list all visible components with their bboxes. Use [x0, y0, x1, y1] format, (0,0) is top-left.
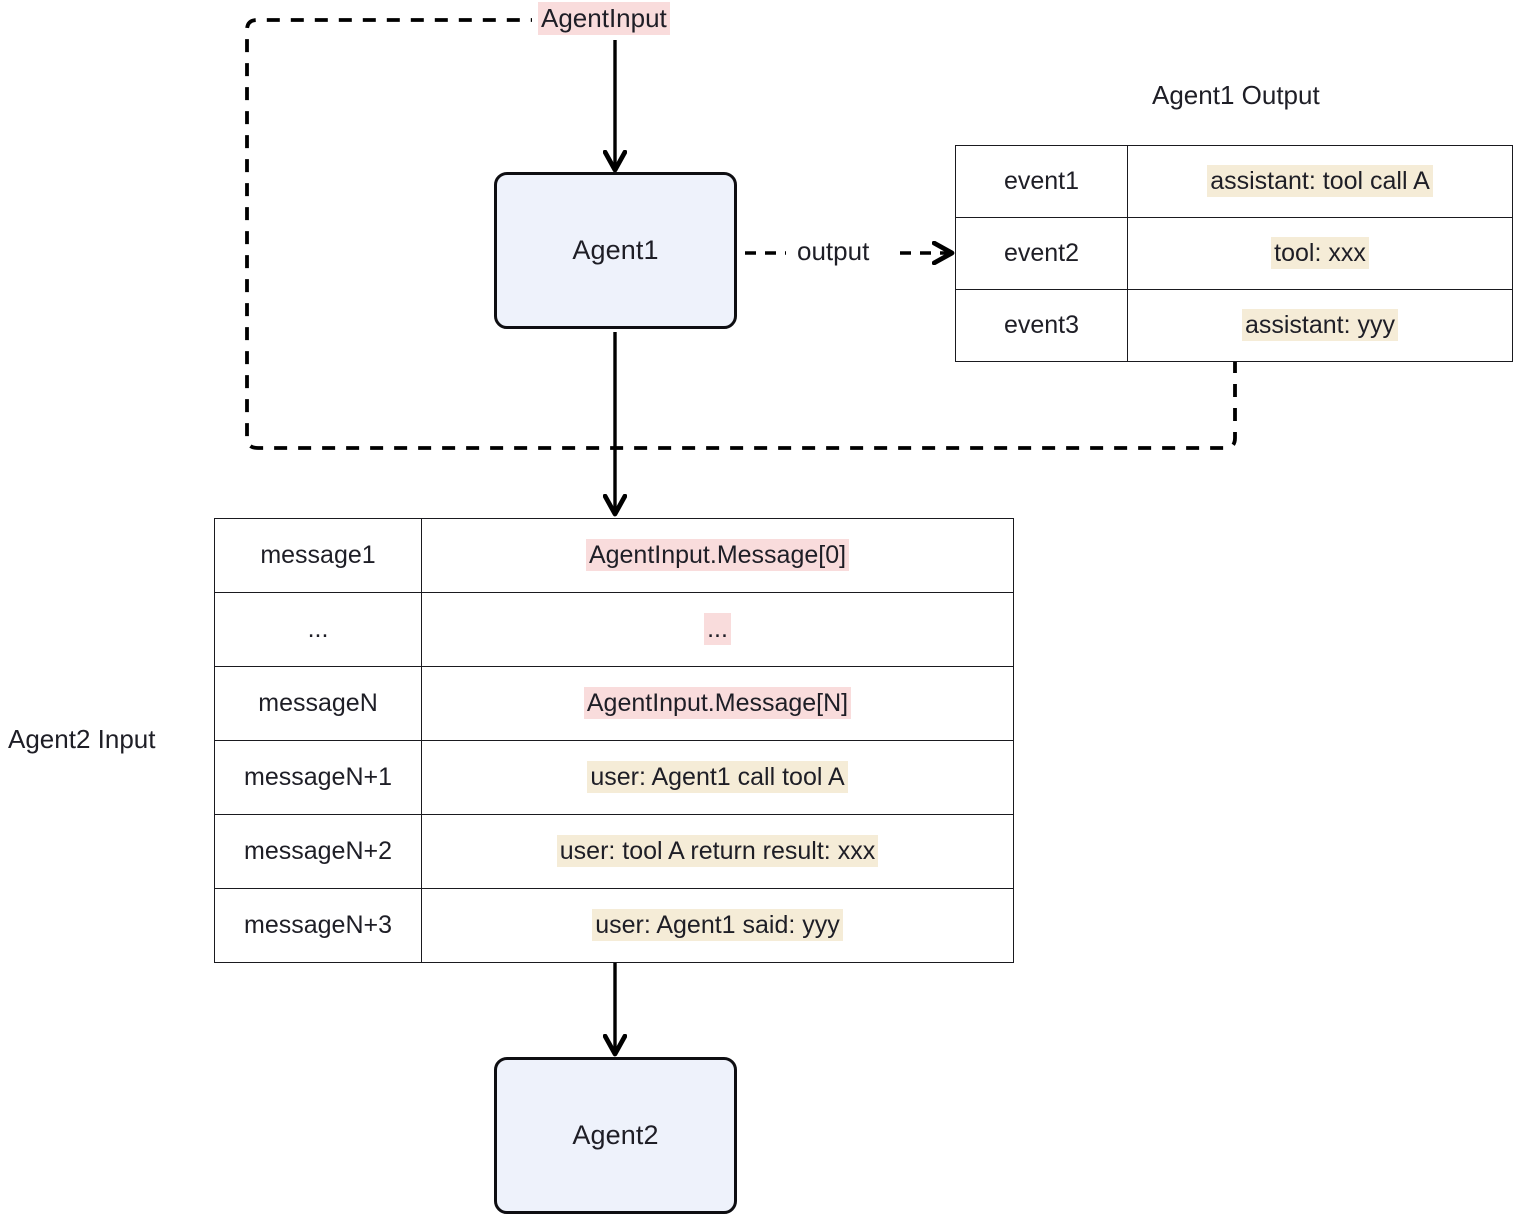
table-cell-value: ...	[421, 592, 1014, 667]
table-cell-key: messageN+1	[214, 740, 422, 815]
table-row: event3 assistant: yyy	[955, 289, 1513, 362]
table-cell-value: assistant: tool call A	[1127, 145, 1513, 218]
table-cell-value-text: user: Agent1 said: yyy	[592, 909, 843, 941]
agent-input-label: AgentInput	[538, 2, 670, 35]
agent2-node-label: Agent2	[572, 1120, 659, 1150]
table-cell-value-text: assistant: tool call A	[1207, 165, 1433, 197]
table-cell-value: assistant: yyy	[1127, 289, 1513, 362]
table-cell-key: messageN+3	[214, 888, 422, 963]
agent2-node[interactable]: Agent2	[494, 1057, 737, 1214]
agent1-output-table-body: event1 assistant: tool call A event2 tool: …	[955, 145, 1513, 362]
table-cell-value-text: AgentInput.Message[0]	[585, 539, 850, 571]
table-row: messageN+3 user: Agent1 said: yyy	[214, 888, 1014, 963]
table-row: event2 tool: xxx	[955, 217, 1513, 290]
table-row: messageN AgentInput.Message[N]	[214, 666, 1014, 741]
table-cell-value-text: assistant: yyy	[1241, 309, 1399, 341]
agent1-output-table: event1 assistant: tool call A event2 tool: …	[955, 145, 1513, 362]
agent1-node-label: Agent1	[572, 235, 659, 265]
table-cell-key: event1	[955, 145, 1128, 218]
table-row: ......	[214, 592, 1014, 667]
table-cell-value: AgentInput.Message[N]	[421, 666, 1014, 741]
table-cell-value-text: AgentInput.Message[N]	[583, 687, 852, 719]
table-cell-value-text: tool: xxx	[1271, 237, 1369, 269]
output-edge-label: output	[791, 236, 876, 267]
table-cell-value-text: user: tool A return result: xxx	[556, 835, 879, 867]
table-cell-value: user: tool A return result: xxx	[421, 814, 1014, 889]
table-cell-key: messageN+2	[214, 814, 422, 889]
table-cell-value: user: Agent1 call tool A	[421, 740, 1014, 815]
agent1-output-title: Agent1 Output	[1152, 80, 1320, 110]
table-cell-value: AgentInput.Message[0]	[421, 518, 1014, 593]
table-cell-key: message1	[214, 518, 422, 593]
table-cell-key: event2	[955, 217, 1128, 290]
table-cell-key: messageN	[214, 666, 422, 741]
table-cell-key: event3	[955, 289, 1128, 362]
agent2-input-title: Agent2 Input	[8, 724, 156, 754]
table-row: event1 assistant: tool call A	[955, 145, 1513, 218]
table-row: messageN+2 user: tool A return result: xx…	[214, 814, 1014, 889]
table-cell-value-text: user: Agent1 call tool A	[587, 761, 848, 793]
table-cell-value: user: Agent1 said: yyy	[421, 888, 1014, 963]
table-row: messageN+1 user: Agent1 call tool A	[214, 740, 1014, 815]
table-cell-key: ...	[214, 592, 422, 667]
table-cell-value-text: ...	[704, 613, 731, 645]
table-cell-value: tool: xxx	[1127, 217, 1513, 290]
agent1-node[interactable]: Agent1	[494, 172, 737, 329]
table-row: message1 AgentInput.Message[0]	[214, 518, 1014, 593]
